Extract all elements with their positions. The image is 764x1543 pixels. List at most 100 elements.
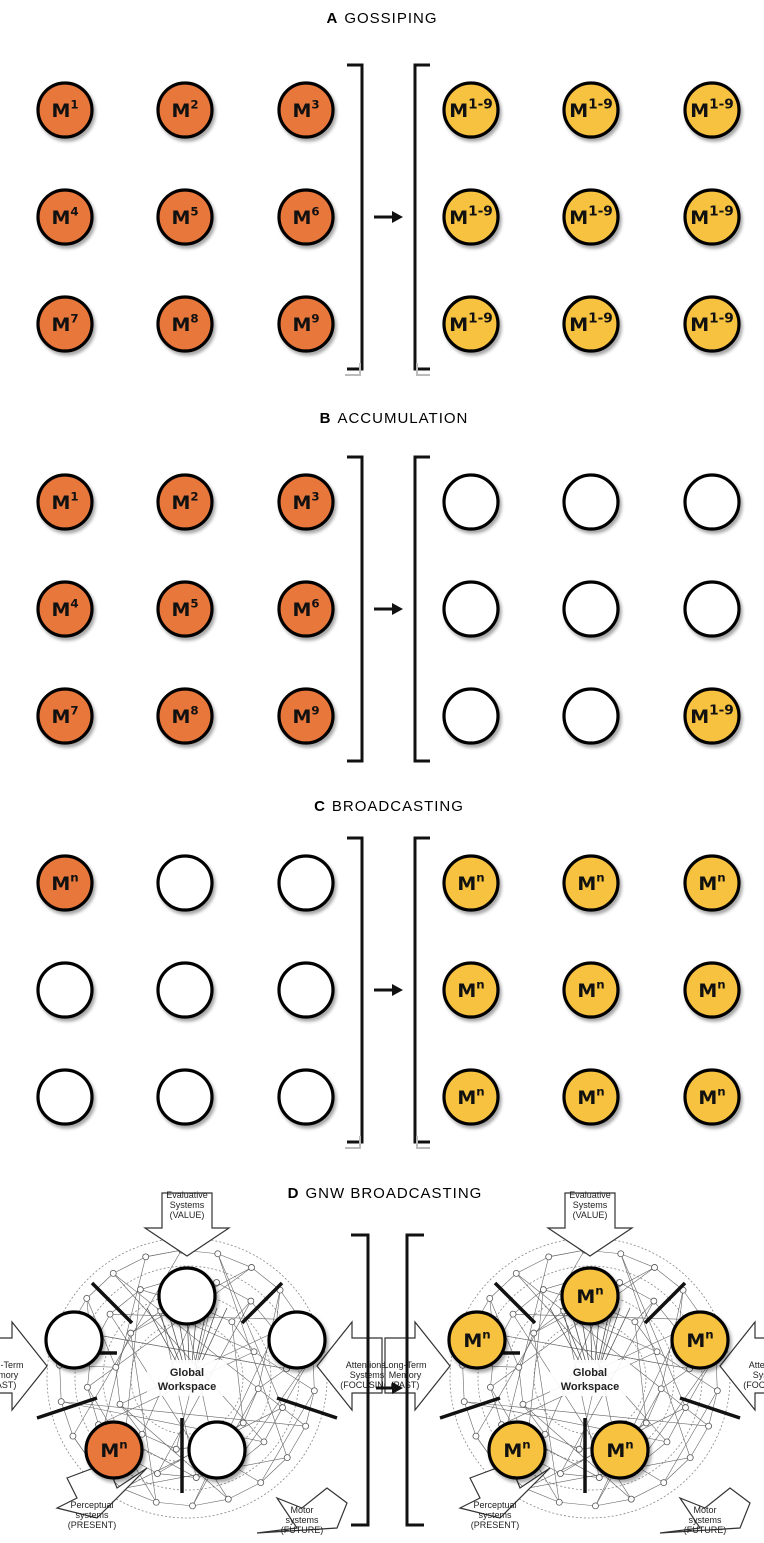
attentional-label-line-3: (FOCUSING) [743, 1380, 764, 1390]
right-node-9: M1-9 [685, 689, 739, 743]
panel-d-word: GNW BROADCASTING [306, 1185, 483, 1202]
left-node-7-circle [38, 1070, 92, 1124]
right-node-5-circle [564, 582, 618, 636]
left-node-4: M4 [38, 190, 92, 244]
gnw-node-bottom-right: Mn [592, 1422, 648, 1478]
left-node-5 [158, 963, 212, 1017]
arrow-icon [374, 984, 403, 996]
divider-bar [645, 1283, 685, 1323]
gnw-node-left [46, 1312, 102, 1368]
right-node-5: M1-9 [564, 190, 618, 244]
motor-label-line-1: Motor [693, 1505, 716, 1515]
left-node-6: M6 [279, 582, 333, 636]
left-node-8: M8 [158, 297, 212, 351]
right-node-7: Mn [444, 1070, 498, 1124]
right-node-5: Mn [564, 963, 618, 1017]
left-node-9: M9 [279, 689, 333, 743]
motor-label-line-2: systems [285, 1515, 319, 1525]
right-node-6: Mn [685, 963, 739, 1017]
panel-b-letter: B [320, 410, 331, 427]
left-node-4-circle [38, 963, 92, 1017]
evaluative-label-line-2: Systems [573, 1200, 608, 1210]
global-label: Global [170, 1367, 204, 1379]
gnw-node-right: Mn [672, 1312, 728, 1368]
perceptual-label-line-3: (PRESENT) [68, 1520, 117, 1530]
left-node-8 [158, 1070, 212, 1124]
open-bracket [415, 65, 430, 369]
panel-c-letter: C [314, 798, 325, 815]
right-node-1 [444, 475, 498, 529]
evaluative-label-line-3: (VALUE) [573, 1210, 608, 1220]
workspace-label: Workspace [158, 1381, 217, 1393]
right-node-2: Mn [564, 856, 618, 910]
right-node-8-circle [564, 689, 618, 743]
left-node-1: M1 [38, 475, 92, 529]
gnw-node-left-circle [46, 1312, 102, 1368]
divider-bar [440, 1398, 500, 1418]
close-bracket [347, 838, 362, 1142]
gnw-node-right-circle [269, 1312, 325, 1368]
right-node-2 [564, 475, 618, 529]
gnw-node-bottom-right-circle [189, 1422, 245, 1478]
left-node-9-circle [279, 1070, 333, 1124]
right-node-1: M1-9 [444, 83, 498, 137]
left-node-3-circle [279, 856, 333, 910]
right-node-8: M1-9 [564, 297, 618, 351]
left-node-4 [38, 963, 92, 1017]
longterm-label-line-1: Long-Term [0, 1360, 24, 1370]
right-node-5 [564, 582, 618, 636]
left-node-2: M2 [158, 83, 212, 137]
left-node-3 [279, 856, 333, 910]
perceptual-label-line-1: Perceptual [70, 1500, 113, 1510]
perceptual-label-line-1: Perceptual [473, 1500, 516, 1510]
left-node-9 [279, 1070, 333, 1124]
longterm-label-line-2: Memory [389, 1370, 422, 1380]
left-node-5: M5 [158, 190, 212, 244]
perceptual-label-line-2: systems [478, 1510, 512, 1520]
left-node-3: M3 [279, 83, 333, 137]
right-node-2-circle [564, 475, 618, 529]
left-node-5-circle [158, 963, 212, 1017]
right-node-9: M1-9 [685, 297, 739, 351]
right-node-7-circle [444, 689, 498, 743]
right-node-1-circle [444, 475, 498, 529]
gnw-diagram-right: GlobalWorkspaceEvaluativeSystems(VALUE)L… [383, 1190, 764, 1535]
motor-label-line-2: systems [688, 1515, 722, 1525]
longterm-label-line-2: Memory [0, 1370, 19, 1380]
left-node-1: Mn [38, 856, 92, 910]
motor-label-line-1: Motor [290, 1505, 313, 1515]
panel-b-title: BACCUMULATION [320, 410, 469, 427]
gnw-node-bottom-right [189, 1422, 245, 1478]
right-node-6: M1-9 [685, 190, 739, 244]
gnw-node-top-circle [159, 1268, 215, 1324]
left-node-2-circle [158, 856, 212, 910]
open-bracket [415, 838, 430, 1142]
workspace-label: Workspace [561, 1381, 620, 1393]
longterm-label-line-1: Long-Term [383, 1360, 426, 1370]
right-node-8 [564, 689, 618, 743]
gnw-node-left: Mn [449, 1312, 505, 1368]
divider-bar [680, 1398, 740, 1418]
open-bracket [415, 457, 430, 761]
evaluative-label-line-1: Evaluative [166, 1190, 208, 1200]
left-node-7: M7 [38, 297, 92, 351]
motor-label-line-3: (FUTURE) [281, 1525, 324, 1535]
right-node-7 [444, 689, 498, 743]
right-node-6 [685, 582, 739, 636]
gnw-panel: GlobalWorkspace EvaluativeSystems(VALUE) L… [0, 1190, 764, 1535]
left-node-8: M8 [158, 689, 212, 743]
left-node-7 [38, 1070, 92, 1124]
divider-bar [277, 1398, 337, 1418]
arrow-icon [374, 211, 403, 223]
right-node-4: M1-9 [444, 190, 498, 244]
right-node-6-circle [685, 582, 739, 636]
gnw-node-bottom-left: Mn [86, 1422, 142, 1478]
right-node-3: M1-9 [685, 83, 739, 137]
panel-c: MnMnMnMnMnMnMnMnMnMn [38, 838, 739, 1148]
perceptual-label-line-3: (PRESENT) [471, 1520, 520, 1530]
global-label: Global [573, 1367, 607, 1379]
left-node-6: M6 [279, 190, 333, 244]
gnw-node-top [159, 1268, 215, 1324]
left-node-9: M9 [279, 297, 333, 351]
